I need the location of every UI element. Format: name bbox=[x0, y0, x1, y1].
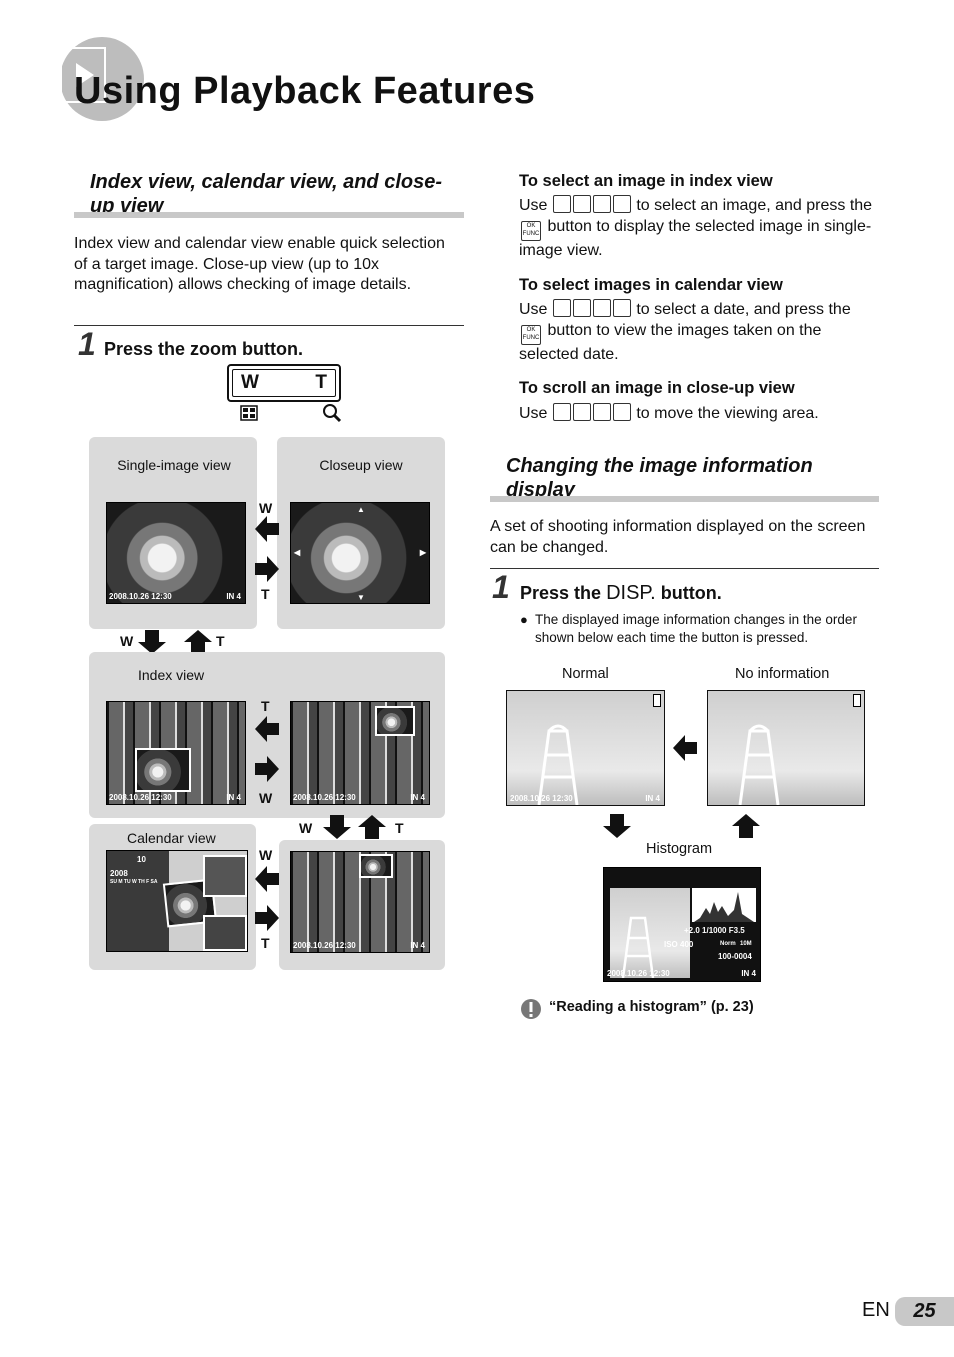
t-label: T bbox=[261, 586, 270, 602]
w-label: W bbox=[120, 633, 134, 649]
arrow-down-icon bbox=[138, 630, 166, 654]
calendar-screen: 2008 10 SU M TU W TH F SA bbox=[106, 850, 248, 952]
histogram-note: “Reading a histogram” (p. 23) bbox=[549, 999, 754, 1015]
arrow-left-icon bbox=[255, 866, 279, 892]
zoom-lever[interactable]: W T bbox=[227, 364, 341, 402]
step-number: 1 bbox=[78, 326, 96, 362]
t-label: T bbox=[261, 698, 270, 714]
lifeguard-chair-icon bbox=[738, 724, 780, 805]
bullet-text: The displayed image information changes … bbox=[535, 612, 857, 645]
info-intro: A set of shooting information displayed … bbox=[490, 518, 866, 556]
arrow-up-icon bbox=[358, 815, 386, 839]
no-info-screen bbox=[707, 690, 865, 806]
select-index-text: Use to select an image, and press the OK… bbox=[519, 195, 873, 259]
w-label: W bbox=[259, 500, 273, 516]
arrow-pad-icon bbox=[552, 299, 632, 318]
closeup-screen: ▲ ▼ ◀ ▶ bbox=[290, 502, 430, 604]
arrow-left-icon bbox=[255, 716, 279, 742]
t-label: T bbox=[395, 820, 404, 836]
calendar-label: Calendar view bbox=[127, 830, 216, 846]
normal-label: Normal bbox=[562, 666, 609, 682]
w-label: W bbox=[259, 790, 273, 806]
no-info-label: No information bbox=[735, 666, 830, 682]
step-text: Press the zoom button. bbox=[104, 339, 304, 359]
playback-icon bbox=[60, 47, 106, 103]
w-label: W bbox=[299, 820, 313, 836]
arrow-right-icon bbox=[255, 556, 279, 582]
select-calendar-heading: To select images in calendar view bbox=[519, 276, 783, 294]
index-intro: Index view and calendar view enable quic… bbox=[74, 235, 445, 293]
arrow-up-icon bbox=[184, 630, 212, 654]
index-screen-small: 2008.10.26 12:30 IN 4 bbox=[106, 701, 246, 805]
scroll-heading: To scroll an image in close-up view bbox=[519, 379, 795, 397]
scroll-text: Use to move the viewing area. bbox=[519, 403, 819, 422]
closeup-label: Closeup view bbox=[319, 457, 403, 473]
histogram-graph bbox=[692, 888, 756, 922]
t-label: T bbox=[261, 935, 270, 951]
section-heading-index: Index view, calendar view, and close-up … bbox=[90, 171, 442, 217]
index-grid-icon bbox=[240, 405, 258, 421]
section-bar bbox=[490, 496, 879, 502]
arrow-down-icon bbox=[603, 814, 631, 838]
page-number: 25 bbox=[895, 1297, 954, 1326]
arrow-left-icon bbox=[673, 735, 697, 761]
language-label: EN bbox=[862, 1299, 890, 1321]
arrow-pad-icon bbox=[552, 195, 632, 214]
select-index-heading: To select an image in index view bbox=[519, 172, 773, 190]
lifeguard-chair-icon bbox=[537, 724, 579, 805]
histogram-label: Histogram bbox=[646, 841, 713, 857]
zoom-t-label: T bbox=[315, 372, 327, 393]
single-image-label: Single-image view bbox=[117, 457, 231, 473]
arrow-right-icon bbox=[255, 756, 279, 782]
t-label: T bbox=[216, 633, 225, 649]
section-heading-info: Changing the image information display bbox=[506, 455, 813, 501]
arrow-right-icon bbox=[255, 905, 279, 931]
w-label: W bbox=[259, 847, 273, 863]
histogram-screen: +2.0 1/1000 F3.5 ISO 400 Norm 10M 100-00… bbox=[603, 867, 761, 982]
step-text: Press the DISP. button. bbox=[520, 582, 722, 604]
playback-icon-circle bbox=[60, 37, 144, 121]
arrow-pad-icon bbox=[552, 403, 632, 422]
magnify-icon bbox=[323, 404, 342, 423]
bullet-dot: ● bbox=[520, 612, 528, 627]
index-label: Index view bbox=[138, 667, 205, 683]
arrow-down-icon bbox=[323, 815, 351, 839]
index-screen-large: 2008.10.26 12:30 IN 4 bbox=[290, 701, 430, 805]
divider bbox=[74, 325, 464, 326]
index-screen-large2: 2008.10.26 12:30 IN 4 bbox=[290, 851, 430, 953]
arrow-left-icon bbox=[255, 516, 279, 542]
lifeguard-chair-icon bbox=[621, 916, 655, 978]
exclamation-icon bbox=[521, 999, 541, 1019]
arrow-up-icon bbox=[732, 814, 760, 838]
page-title: Using Playback Features bbox=[74, 70, 536, 112]
section-bar bbox=[74, 212, 464, 218]
single-image-screen: 2008.10.26 12:30 IN 4 bbox=[106, 502, 246, 604]
battery-icon bbox=[853, 694, 861, 707]
normal-screen: 2008.10.26 12:30 IN 4 bbox=[506, 690, 665, 806]
zoom-w-label: W bbox=[241, 372, 259, 393]
step-number: 1 bbox=[492, 569, 510, 605]
battery-icon bbox=[653, 694, 661, 707]
divider bbox=[490, 568, 879, 569]
